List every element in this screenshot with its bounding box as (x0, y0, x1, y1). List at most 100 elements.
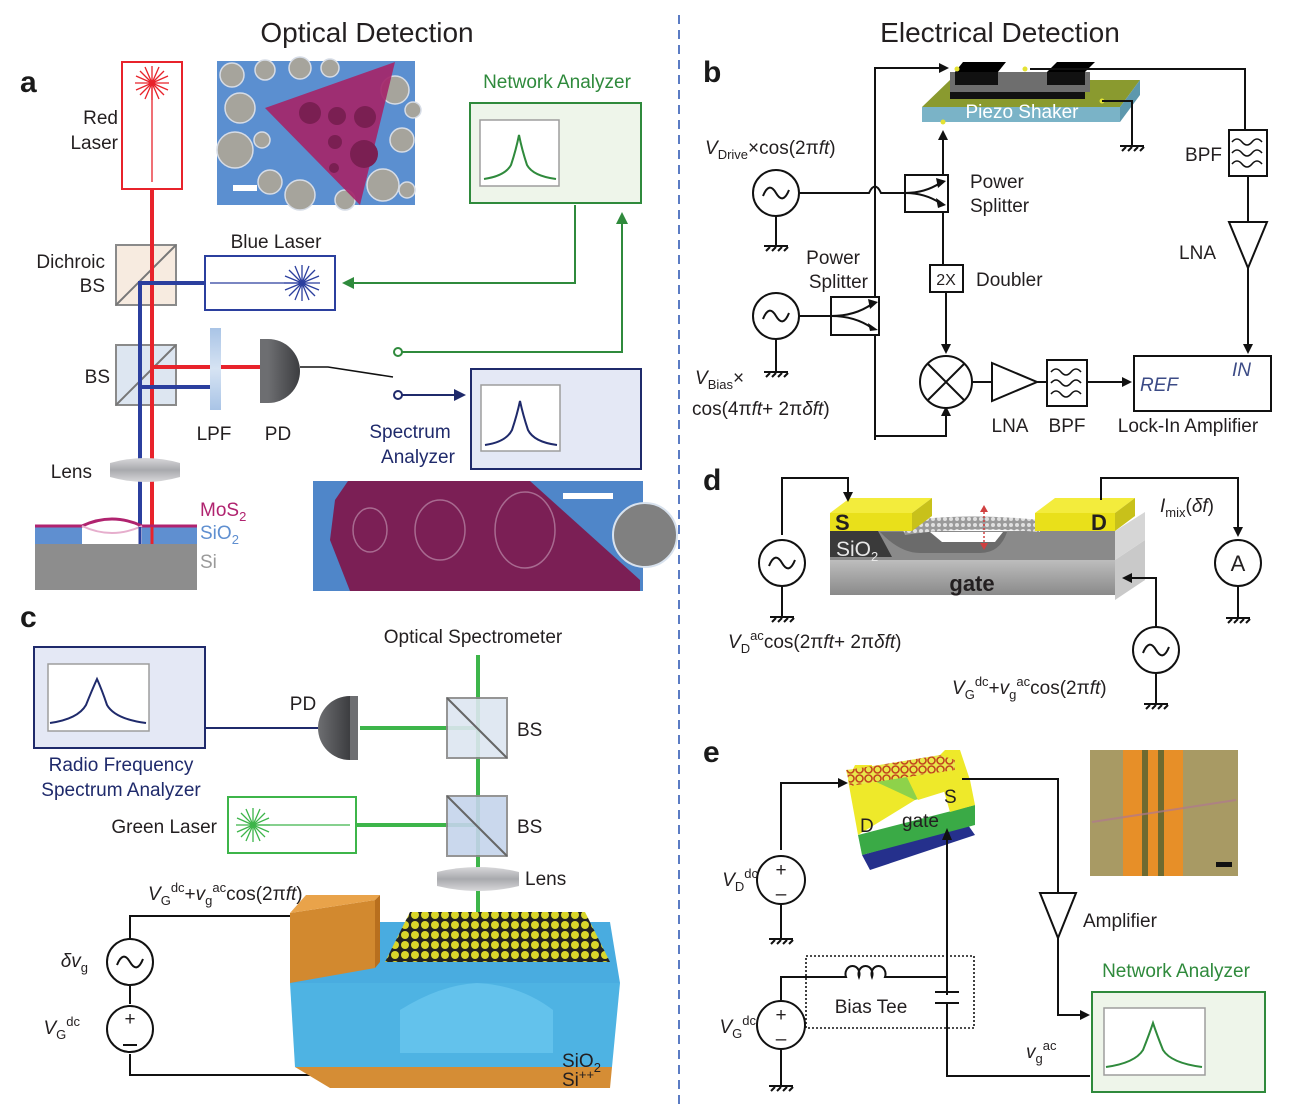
gate-label-d: gate (949, 571, 994, 596)
power-splitter-1-label-2: Splitter (970, 196, 1030, 217)
panel-label-c: c (20, 601, 37, 634)
source-label-e: S (944, 787, 957, 808)
bias-tee-label: Bias Tee (835, 997, 908, 1018)
network-to-blue-laser-wire (342, 205, 576, 289)
drain-label-e: D (860, 816, 874, 837)
vg-plus-sign: + (775, 1005, 786, 1026)
doubler-box-label: 2X (936, 272, 956, 289)
spectrum-analyzer-label-2: Analyzer (381, 447, 456, 468)
lna-amplifier-2-icon (991, 361, 1040, 403)
bpf-label-2: BPF (1049, 416, 1086, 437)
panel-label-b: b (703, 56, 721, 89)
mos2-label: MoS2 (200, 500, 246, 524)
svg-text:+: + (124, 1009, 135, 1030)
green-laser-label: Green Laser (111, 817, 217, 838)
bpf-label-1: BPF (1185, 145, 1222, 166)
dichroic-label-1: Dichroic (36, 252, 105, 273)
vg-minus-sign: – (776, 1029, 787, 1050)
panel-a: a Red Laser (20, 56, 678, 591)
si-label-a: Si (200, 552, 217, 573)
ground-icon (1144, 703, 1169, 710)
mos2-membrane-micrograph-image (313, 481, 678, 591)
resonance-curve-a-navy (484, 400, 558, 446)
circuit-c-bottom-wire (129, 1054, 328, 1076)
panel-b: b Piezo Shaker VDrive×cos(2πft) (692, 56, 1272, 440)
vd-minus-sign: – (776, 884, 787, 905)
vg-dc-label-e: VGdc (719, 1013, 756, 1041)
lens-c (437, 867, 519, 891)
panel-label-a: a (20, 66, 37, 99)
vg-formula-d: VGdc+vgaccos(2πft) (952, 674, 1107, 702)
vd-plus-sign: + (775, 860, 786, 881)
photodetector-c-icon (318, 696, 350, 760)
network-analyzer-label-e: Network Analyzer (1102, 961, 1251, 982)
splitter-to-mixer-wire (874, 335, 951, 437)
panel-c: c Optical Spectrometer Radio Frequency S… (20, 601, 620, 1091)
sio2-label-c: SiO2 (562, 1051, 601, 1075)
sio2-label-d: SiO2 (836, 538, 878, 564)
optical-spectrometer-label: Optical Spectrometer (384, 627, 563, 648)
photodetector-a-icon (268, 339, 300, 403)
spectrum-analyzer-label-1: Spectrum (369, 422, 450, 443)
power-splitter-2-label-1: Power (806, 248, 861, 269)
delta-vg-label: δvg (61, 951, 88, 975)
red-laser-starburst-icon (135, 66, 169, 182)
inductor-icon (840, 965, 908, 981)
bs-label-a: BS (85, 367, 110, 388)
drain-bias-wire (780, 778, 848, 850)
gate-label-e: gate (902, 811, 939, 832)
electrical-detection-title: Electrical Detection (880, 17, 1120, 48)
lna-label-2: LNA (992, 416, 1029, 437)
vdrive-formula: VDrive×cos(2πft) (705, 138, 836, 162)
vg-dc-label-c: VGdc (43, 1014, 80, 1042)
resonance-curve-c (49, 676, 147, 724)
ground-icon (769, 938, 794, 945)
amplifier-label: Amplifier (1083, 911, 1158, 932)
gate-drive-wire (1122, 573, 1157, 628)
source-to-amplifier-wire (962, 778, 1059, 893)
lna-label-1: LNA (1179, 243, 1216, 264)
red-laser-label-2: Laser (70, 133, 118, 154)
blue-beam (138, 281, 205, 538)
lock-in-label: Lock-In Amplifier (1118, 416, 1259, 437)
dc-source-c-icon (106, 1005, 154, 1053)
si-label-c: Si++ (562, 1067, 594, 1091)
imix-label: Imix(δf) (1160, 496, 1214, 520)
suspended-nanotube-device-3d (830, 498, 1145, 600)
photodetector-c-plate (350, 696, 358, 760)
amplifier-icon (1038, 892, 1078, 941)
device-micrograph-image (1090, 750, 1238, 876)
mos2-micrograph-image (216, 56, 422, 211)
vd-dc-label: VDdc (722, 866, 758, 894)
bs-label-c-2: BS (517, 817, 542, 838)
blue-laser-starburst-icon (210, 265, 320, 301)
ground-icon (764, 371, 789, 378)
lna-amplifier-1-icon (1227, 221, 1269, 271)
panel-label-e: e (703, 736, 720, 769)
source-label-d: S (835, 510, 850, 535)
pd-switch-wire (300, 366, 394, 378)
bias-tee-box (805, 955, 975, 1029)
gate-voltage-formula-c: VGdc+vgaccos(2πft) (148, 880, 303, 908)
mos2-membrane (35, 517, 197, 528)
ground-icon (764, 245, 789, 252)
panel-e: e D gate S + – VDdc (703, 736, 1266, 1093)
in-input-label: IN (1232, 360, 1251, 381)
ground-icon (1120, 145, 1145, 152)
vg-ac-wire (946, 1003, 1090, 1077)
rf-analyzer-label-1: Radio Frequency (49, 755, 194, 776)
graphene-transistor-device-3d (846, 750, 975, 870)
switch-to-network-wire (399, 212, 628, 353)
ammeter-label: A (1231, 551, 1246, 576)
vbias-formula-line-1: VBias× (695, 368, 744, 392)
resonance-curve-e (1105, 1019, 1203, 1068)
source-drive-wire (781, 477, 853, 535)
photodetector-a-plate (260, 339, 268, 403)
ground-icon (1226, 617, 1251, 624)
drain-to-ammeter-wire (1100, 477, 1243, 537)
drain-label-d: D (1091, 510, 1107, 535)
switch-terminal-navy (393, 390, 403, 400)
lens-label-a: Lens (51, 462, 92, 483)
spectrum-analyzer-screen-a (480, 384, 561, 452)
